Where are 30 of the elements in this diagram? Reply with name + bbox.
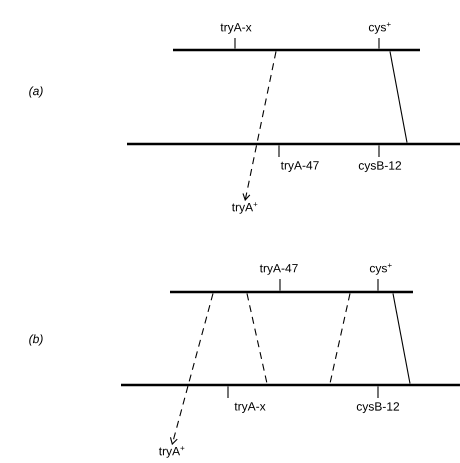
crossover-line [242,51,277,202]
tick-mark [279,279,281,290]
allele-label: tryA$^{+}$ [158,446,184,458]
gene-label: tryA-47 [280,161,319,172]
tick-mark [234,38,236,48]
gene-label: cys$^{+}$ [368,22,391,34]
crossover-line [392,293,411,384]
gene-label: tryA-47 [260,264,298,275]
tick-mark [377,386,379,398]
allele-label: tryA$^{+}$ [232,202,258,214]
panel-label: (b) [29,334,43,346]
gene-label: cysB-12 [356,402,400,414]
tick-mark [378,146,380,157]
tick-mark [378,38,380,48]
chromosome-line [127,142,460,146]
gene-label: cys$^{+}$ [370,263,392,275]
chromosome-line [173,48,420,52]
tick-mark [377,279,379,290]
tick-mark [278,146,280,157]
crossover-line [246,293,268,384]
panel-label: (a) [29,86,43,98]
chromosome-line [170,290,413,294]
crossover-line [170,293,214,446]
crossover-line [389,51,408,143]
gene-label: cysB-12 [358,161,402,172]
crossover-line [329,293,351,384]
gene-label: tryA-x [220,23,252,34]
tick-mark [227,386,229,398]
gene-label: tryA-x [234,402,266,413]
chromosome-line [121,384,460,386]
